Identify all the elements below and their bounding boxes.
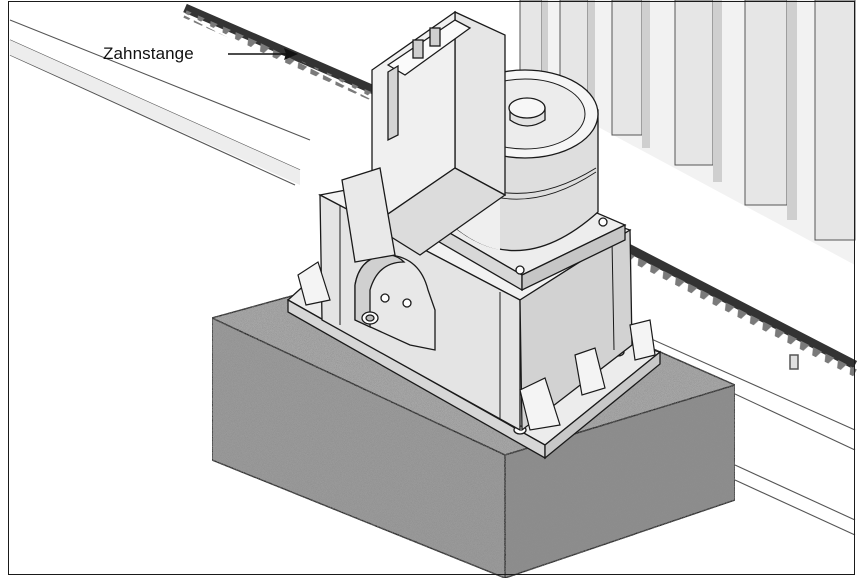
mounting-ribs [297,261,656,431]
rack-callout-label: Zahnstange [103,44,194,63]
gate-fence [519,0,856,265]
release-cam [354,254,436,351]
arrow-right-icon [228,48,298,60]
rail-strip [10,40,300,185]
pinion-cover [341,10,507,263]
